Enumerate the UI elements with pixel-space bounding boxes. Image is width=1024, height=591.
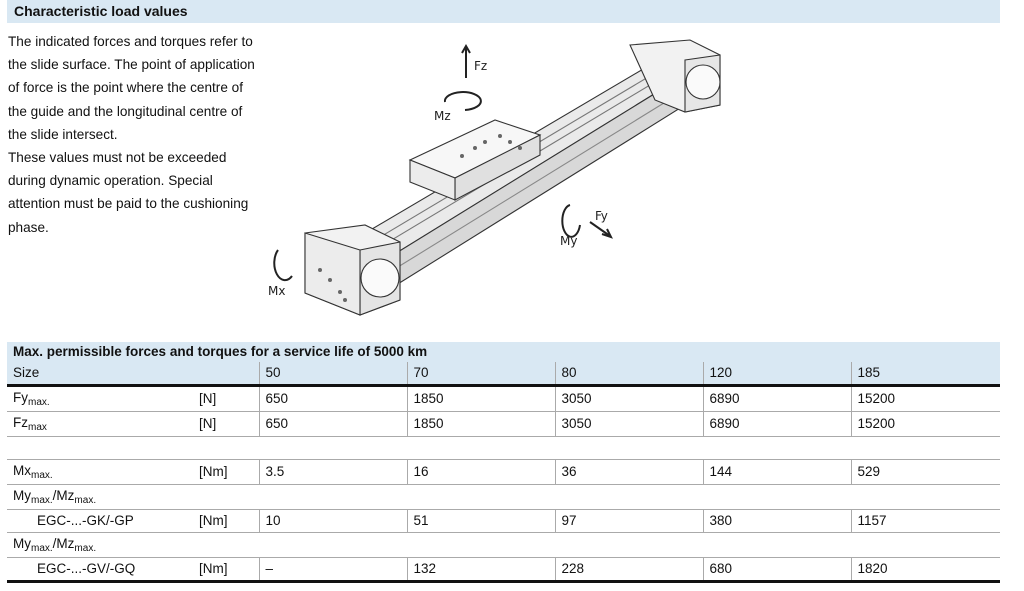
mz-label: Mz <box>434 109 451 123</box>
my-name: My <box>13 488 31 503</box>
value-cell: 3050 <box>554 385 704 412</box>
size-cell: 50 <box>258 362 408 386</box>
value-cell: 529 <box>850 459 1001 485</box>
my-sub: max. <box>31 495 53 506</box>
table-row: Mxmax. [Nm] 3.5 16 36 144 529 <box>7 459 1001 485</box>
mymz-header: Mymax./Mzmax. <box>7 484 1001 510</box>
mz-sub: max. <box>74 543 97 554</box>
value-cell: 15200 <box>850 411 1001 437</box>
value-cell: 15200 <box>850 385 1001 412</box>
value-cell: 51 <box>406 509 556 533</box>
fz-sub: max <box>28 422 47 433</box>
size-label: Size <box>7 362 260 386</box>
table-row: Size 50 70 80 120 185 <box>7 362 1001 386</box>
row-label: Mxmax. <box>7 459 193 485</box>
section-title: Characteristic load values <box>14 3 188 19</box>
row-unit: [Nm] <box>193 557 260 583</box>
mx-label: Mx <box>268 284 285 298</box>
value-cell: 6890 <box>702 385 852 412</box>
size-cell: 185 <box>850 362 1001 386</box>
value-cell: 10 <box>258 509 408 533</box>
value-cell: 680 <box>702 557 852 583</box>
table-row: EGC-...-GK/-GP [Nm] 10 51 97 380 1157 <box>7 509 1001 533</box>
row-label: Fzmax <box>7 411 193 437</box>
my-name: My <box>13 536 31 551</box>
load-table: Max. permissible forces and torques for … <box>7 342 1001 583</box>
value-cell: – <box>258 557 408 583</box>
fy-name: Fy <box>13 390 28 405</box>
value-cell: 3050 <box>554 411 704 437</box>
mx-name: Mx <box>13 463 31 478</box>
mymz-header: Mymax./Mzmax. <box>7 532 1001 558</box>
table-row: Mymax./Mzmax. <box>7 532 1001 558</box>
row-label: EGC-...-GV/-GQ <box>7 557 193 583</box>
value-cell: 1820 <box>850 557 1001 583</box>
table-row: Fzmax [N] 650 1850 3050 6890 15200 <box>7 411 1001 437</box>
value-cell: 144 <box>702 459 852 485</box>
description: The indicated forces and torques refer t… <box>8 30 258 239</box>
row-unit: [N] <box>193 411 260 437</box>
row-unit: [Nm] <box>193 459 260 485</box>
size-cell: 120 <box>702 362 852 386</box>
row-label: Fymax. <box>7 385 193 412</box>
value-cell: 16 <box>406 459 556 485</box>
value-cell: 132 <box>406 557 556 583</box>
table-row: EGC-...-GV/-GQ [Nm] – 132 228 680 1820 <box>7 557 1001 583</box>
value-cell: 228 <box>554 557 704 583</box>
value-cell: 36 <box>554 459 704 485</box>
size-cell: 70 <box>406 362 556 386</box>
table-spacer <box>7 436 1001 460</box>
fy-sub: max. <box>28 397 50 408</box>
row-unit: [N] <box>193 385 260 412</box>
fz-name: Fz <box>13 415 28 430</box>
fy-label: Fy <box>595 209 608 223</box>
mz-name: /Mz <box>52 488 75 503</box>
value-cell: 1850 <box>406 411 556 437</box>
value-cell: 1157 <box>850 509 1001 533</box>
value-cell: 650 <box>258 411 408 437</box>
section-header: Characteristic load values <box>7 0 1000 23</box>
row-unit: [Nm] <box>193 509 260 533</box>
description-paragraph-1: The indicated forces and torques refer t… <box>8 34 255 142</box>
my-label: My <box>560 234 577 248</box>
value-cell: 97 <box>554 509 704 533</box>
fz-label: Fz <box>474 59 487 73</box>
table-row: Fymax. [N] 650 1850 3050 6890 15200 <box>7 385 1001 412</box>
size-cell: 80 <box>554 362 704 386</box>
my-sub: max. <box>31 543 53 554</box>
axis-figure: Fz Mz Fy My Mx <box>268 39 721 316</box>
value-cell: 6890 <box>702 411 852 437</box>
description-paragraph-2: These values must not be exceeded during… <box>8 150 249 235</box>
mz-name: /Mz <box>52 536 75 551</box>
value-cell: 1850 <box>406 385 556 412</box>
table-title: Max. permissible forces and torques for … <box>7 342 1000 362</box>
value-cell: 380 <box>702 509 852 533</box>
row-label: EGC-...-GK/-GP <box>7 509 193 533</box>
mz-sub: max. <box>74 495 97 506</box>
mx-sub: max. <box>31 470 53 481</box>
table-row: Mymax./Mzmax. <box>7 484 1001 510</box>
value-cell: 3.5 <box>258 459 408 485</box>
value-cell: 650 <box>258 385 408 412</box>
